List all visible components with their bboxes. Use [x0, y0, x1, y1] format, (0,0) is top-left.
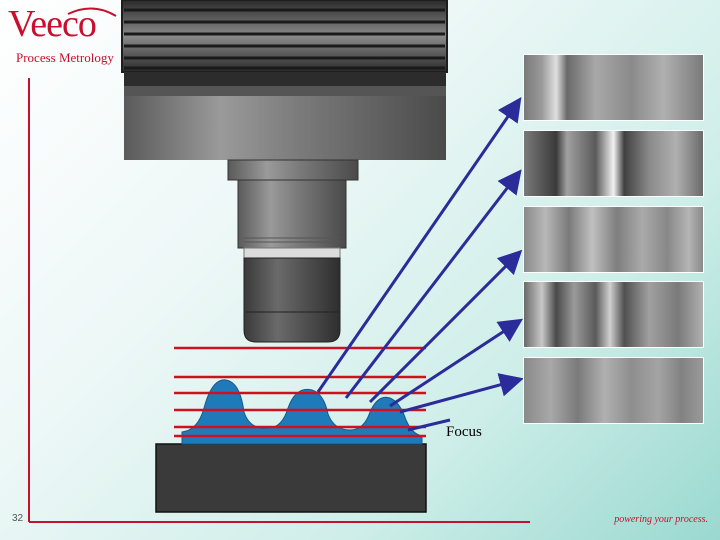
image-strip-1 — [523, 54, 704, 121]
image-strip-5 — [523, 357, 704, 424]
microscope-head — [121, 0, 448, 343]
image-strip-4 — [523, 281, 704, 348]
image-strip-2 — [523, 130, 704, 197]
footer-tagline: powering your process. — [614, 514, 708, 525]
substrate-block — [155, 443, 427, 513]
logo-subtitle: Process Metrology — [16, 50, 114, 65]
sample-surface — [181, 379, 423, 445]
image-strip-3 — [523, 206, 704, 273]
projection-arrows — [316, 97, 524, 432]
focus-label: Focus — [446, 424, 482, 440]
page-number: 32 — [12, 513, 24, 524]
logo-wordmark: Veeco — [8, 3, 97, 45]
logo-swoosh-icon — [67, 7, 117, 17]
veeco-logo: Veeco Process Metrology — [8, 4, 120, 68]
